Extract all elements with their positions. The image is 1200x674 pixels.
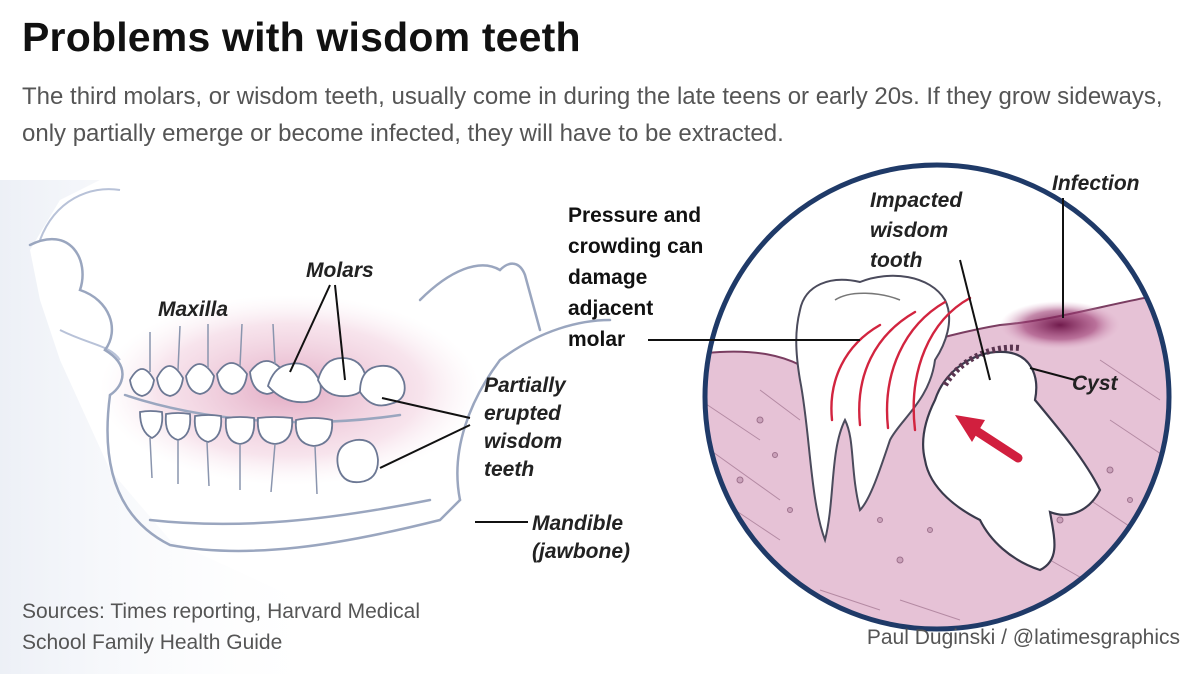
impacted-wisdom-tooth (921, 350, 1102, 572)
label-maxilla: Maxilla (158, 298, 229, 321)
label-partially-erupted: Partially erupted wisdom teeth (484, 374, 566, 481)
label-infection: Infection (1052, 172, 1140, 195)
credit: Paul Duginski / @latimesgraphics (866, 626, 1180, 649)
jaw-outline (28, 237, 612, 553)
label-pressure: Pressure and crowding can damage adjacen… (568, 204, 704, 351)
sources: Sources: Times reporting, Harvard Medica… (22, 600, 420, 654)
label-impacted: Impacted wisdom tooth (870, 189, 963, 272)
pressure-arcs (830, 296, 972, 432)
jaw-leader-lines (289, 284, 528, 523)
upper-teeth (129, 357, 406, 407)
page-title: Problems with wisdom teeth (22, 14, 581, 60)
magnified-view (705, 165, 1169, 629)
label-cyst: Cyst (1072, 372, 1118, 395)
adjacent-molar (795, 274, 951, 544)
label-mandible: Mandible (jawbone) (532, 512, 630, 563)
face-silhouette (0, 180, 330, 674)
detail-leader-lines (648, 198, 1076, 381)
lower-teeth (139, 410, 379, 484)
pressure-arrow (955, 415, 1023, 463)
label-molars: Molars (306, 259, 374, 282)
magnify-circle-border (702, 162, 1172, 632)
intro-text: The third molars, or wisdom teeth, usual… (22, 83, 1163, 147)
